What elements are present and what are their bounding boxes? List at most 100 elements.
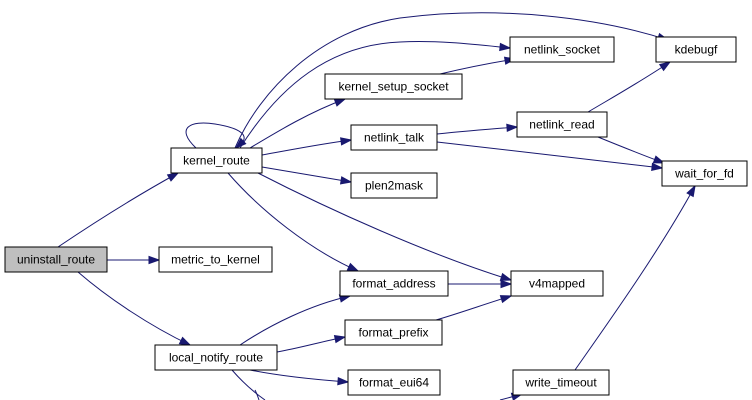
edge-line	[261, 139, 352, 156]
arrowhead	[333, 335, 347, 344]
arrowhead	[658, 61, 672, 72]
edge-line	[254, 389, 260, 400]
node-label: format_eui64	[359, 376, 429, 390]
edge-format-address-to-v4mapped	[448, 279, 513, 289]
node-plen2mask[interactable]: plen2mask	[350, 172, 438, 199]
node-label: kdebugf	[675, 43, 718, 57]
node-box	[344, 319, 443, 346]
edge-line	[574, 185, 696, 371]
edge-line	[436, 141, 663, 169]
node-label: metric_to_kernel	[171, 253, 260, 267]
edge-local-notify-route-to-format-prefix	[276, 335, 347, 353]
edge-local-notify-route-to-format-eui64	[249, 369, 350, 386]
node-box	[170, 147, 263, 174]
node-uninstall-route[interactable]: uninstall_route	[4, 246, 108, 273]
node-netlink-socket[interactable]: netlink_socket	[509, 36, 615, 63]
edge-line	[436, 126, 518, 135]
arrowhead	[340, 137, 353, 146]
node-label: uninstall_route	[17, 253, 95, 267]
edge-line	[261, 166, 352, 183]
arrowhead	[652, 155, 666, 164]
node-label: plen2mask	[365, 179, 424, 193]
node-kdebugf[interactable]: kdebugf	[655, 36, 737, 63]
edge-line	[597, 136, 665, 164]
arrowhead	[337, 377, 350, 386]
node-netlink-read[interactable]: netlink_read	[516, 111, 608, 138]
edge-local-notify-route-to-format-address	[239, 294, 352, 346]
edge-kernel-route-to-format-address	[227, 172, 360, 272]
arrowhead	[499, 42, 512, 52]
node-label: netlink_read	[529, 118, 594, 132]
edge-format-prefix-to-v4mapped	[435, 295, 513, 321]
node-format-address[interactable]: format_address	[339, 270, 449, 297]
edge-uninstall-route-to-metric-to-kernel	[107, 255, 161, 265]
node-box	[154, 344, 278, 371]
node-label: v4mapped	[529, 277, 585, 291]
node-box	[512, 369, 610, 396]
node-label: format_address	[352, 277, 435, 291]
node-wait-for-fd[interactable]: wait_for_fd	[661, 160, 748, 187]
node-format-eui64[interactable]: format_eui64	[347, 369, 441, 396]
node-metric-to-kernel[interactable]: metric_to_kernel	[158, 246, 273, 273]
node-box	[510, 270, 604, 297]
edge-uninstall-route-to-kernel-route	[57, 172, 180, 248]
edge-line	[227, 172, 359, 272]
arrowhead	[346, 262, 360, 272]
node-kernel-route[interactable]: kernel_route	[170, 147, 263, 174]
edge-line	[185, 122, 245, 149]
edge-netlink-read-to-wait-for-fd	[597, 136, 666, 164]
arrowhead	[166, 172, 180, 182]
node-box	[324, 73, 463, 100]
node-label: kernel_route	[183, 154, 250, 168]
edge-line	[257, 172, 512, 281]
node-box	[350, 124, 438, 151]
arrowhead	[506, 123, 519, 132]
node-box	[4, 246, 108, 273]
node-write-timeout[interactable]: write_timeout	[512, 369, 610, 396]
edge-netlink-read-to-kdebugf	[587, 61, 672, 113]
node-label: format_prefix	[358, 326, 428, 340]
edge-line	[231, 369, 266, 400]
edge-line	[239, 295, 351, 346]
node-box	[661, 160, 748, 187]
arrowhead	[339, 176, 353, 185]
node-box	[516, 111, 608, 138]
node-netlink-talk[interactable]: netlink_talk	[350, 124, 438, 151]
arrowhead	[148, 255, 161, 265]
node-label: kernel_setup_socket	[338, 80, 449, 94]
edge-kernel-route-to-netlink-socket	[239, 41, 512, 149]
edge-line	[234, 12, 669, 149]
edge-kernel-route-to-v4mapped	[257, 172, 513, 281]
edge-line	[249, 369, 349, 383]
node-label: local_notify_route	[169, 351, 263, 365]
node-box	[339, 270, 449, 297]
node-kernel-setup-socket[interactable]: kernel_setup_socket	[324, 73, 463, 100]
node-box	[347, 369, 441, 396]
node-box	[509, 36, 615, 63]
node-label: wait_for_fd	[674, 167, 734, 181]
edge-netlink-talk-to-netlink-read	[436, 123, 519, 135]
node-local-notify-route[interactable]: local_notify_route	[154, 344, 278, 371]
edge-line	[239, 41, 511, 149]
node-box	[350, 172, 438, 199]
edge-write-timeout-to-wait-for-fd	[574, 184, 696, 371]
edge-kernel-route-to-kernel-setup-socket	[249, 98, 347, 149]
edge-kernel-route-to-plen2mask	[261, 166, 353, 185]
edge-line	[249, 98, 346, 149]
node-label: netlink_talk	[364, 131, 425, 145]
node-box	[655, 36, 737, 63]
edge-line	[77, 271, 191, 346]
arrowhead	[686, 184, 696, 198]
arrowhead	[500, 279, 513, 289]
arrowhead	[651, 162, 664, 172]
edge-kernel-route-to-netlink-talk	[261, 137, 353, 156]
edge-line	[587, 61, 671, 113]
node-v4mapped[interactable]: v4mapped	[510, 270, 604, 297]
node-format-prefix[interactable]: format_prefix	[344, 319, 443, 346]
edge-uninstall-route-to-local-notify-route	[77, 271, 192, 346]
arrowhead	[178, 336, 192, 346]
node-label: write_timeout	[524, 376, 597, 390]
arrowhead	[499, 272, 513, 281]
node-label: netlink_socket	[524, 43, 601, 57]
